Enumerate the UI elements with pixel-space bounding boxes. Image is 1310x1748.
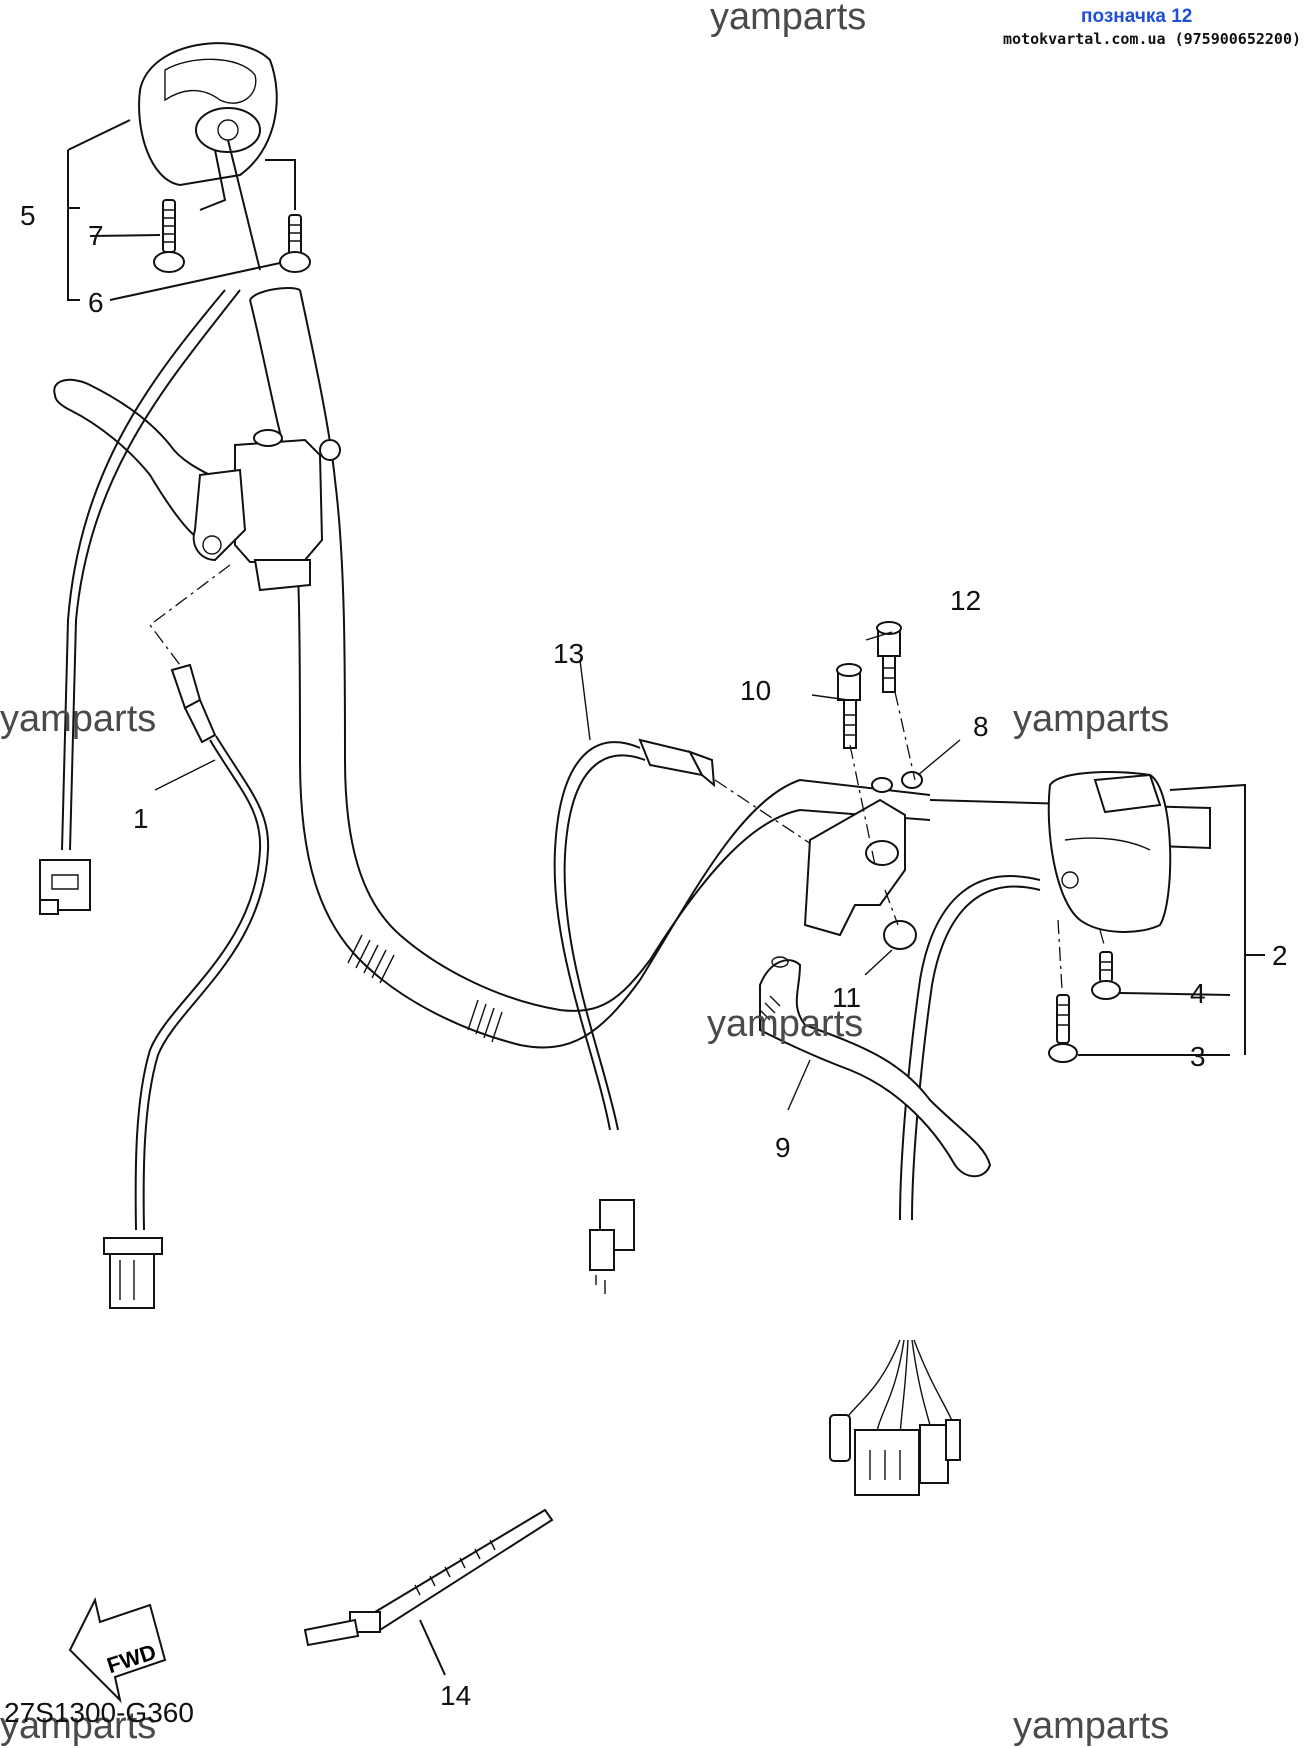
callout-1: 1 <box>133 803 149 834</box>
right-switch-connector <box>829 1339 961 1496</box>
right-handlebar-switch <box>899 771 1172 1221</box>
clutch-switch-connector <box>103 1237 163 1309</box>
handlebar <box>249 287 1211 1049</box>
callout-11: 11 <box>832 982 861 1013</box>
watermark: yamparts <box>710 0 867 38</box>
clutch-lever-assembly <box>53 378 341 592</box>
callout-2: 2 <box>1272 940 1288 971</box>
watermark: yamparts <box>1013 698 1170 740</box>
watermark: yamparts <box>707 1003 864 1045</box>
callout-7: 7 <box>88 220 104 251</box>
screw-7 <box>153 199 185 273</box>
screw-4 <box>1091 951 1121 1000</box>
left-connector <box>39 859 91 915</box>
bolt-12 <box>876 621 902 693</box>
brake-switch-connector <box>589 1199 635 1294</box>
screw-3 <box>1048 994 1078 1063</box>
callout-5: 5 <box>20 200 36 231</box>
watermark: yamparts <box>1013 1705 1170 1747</box>
lever-holder <box>803 771 923 937</box>
tag-label: позначка 12 <box>1081 6 1193 27</box>
callout-4: 4 <box>1190 978 1206 1009</box>
callout-6: 6 <box>88 287 104 318</box>
diagram-code: 27S1300-G360 <box>4 1697 194 1728</box>
nut-11 <box>864 889 917 976</box>
brake-switch <box>553 738 716 1131</box>
brake-lever <box>759 956 992 1178</box>
left-handlebar-switch <box>138 42 278 271</box>
cable-tie <box>303 1508 554 1647</box>
clutch-switch <box>134 663 270 1231</box>
knurl-band-1 <box>347 934 395 984</box>
site-label: motokvartal.com.ua (975900652200) <box>1003 30 1302 48</box>
knurl-band-2 <box>467 999 503 1043</box>
watermark: yamparts <box>0 1705 157 1747</box>
fwd-arrow-icon <box>68 1597 167 1704</box>
callout-8: 8 <box>973 711 989 742</box>
callout-10: 10 <box>740 675 771 706</box>
callout-3: 3 <box>1190 1041 1206 1072</box>
bolt-10 <box>836 663 862 749</box>
screw-6 <box>279 214 311 273</box>
callout-9: 9 <box>775 1132 791 1163</box>
callout-12: 12 <box>950 585 981 616</box>
callout-13: 13 <box>553 638 584 669</box>
watermark: yamparts <box>0 698 157 740</box>
callout-14: 14 <box>440 1680 471 1711</box>
